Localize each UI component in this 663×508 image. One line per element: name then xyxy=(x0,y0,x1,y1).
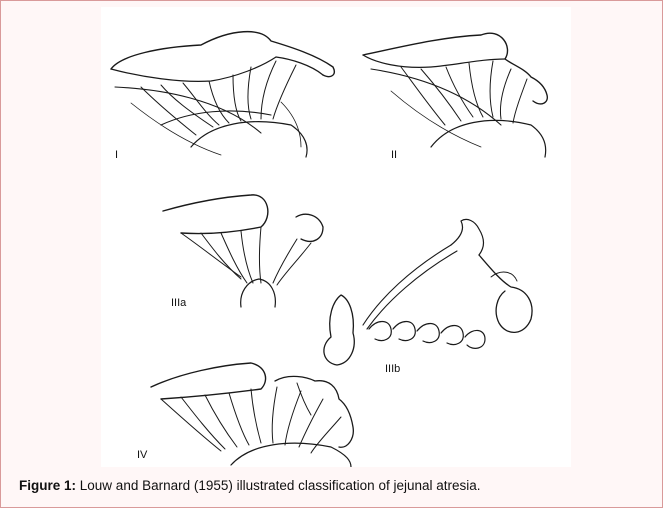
panel-type-3b-drawing xyxy=(324,219,532,365)
figure-caption: Figure 1: Louw and Barnard (1955) illust… xyxy=(19,478,481,493)
panel-type-2-drawing xyxy=(363,33,547,157)
panel-type-1-drawing xyxy=(111,32,334,157)
panel-label-iiib: IIIb xyxy=(385,363,400,375)
panel-type-3a-drawing xyxy=(163,195,323,307)
panel-type-4-drawing xyxy=(151,363,353,467)
panel-label-ii: II xyxy=(391,149,397,161)
panel-label-i: I xyxy=(115,149,118,161)
panel-label-iiia: IIIa xyxy=(171,297,186,309)
caption-label: Figure 1: xyxy=(19,478,76,493)
caption-text: Louw and Barnard (1955) illustrated clas… xyxy=(80,478,481,493)
panel-label-iv: IV xyxy=(137,449,147,461)
jejunal-atresia-illustration: I II IIIa IIIb IV xyxy=(101,7,571,467)
